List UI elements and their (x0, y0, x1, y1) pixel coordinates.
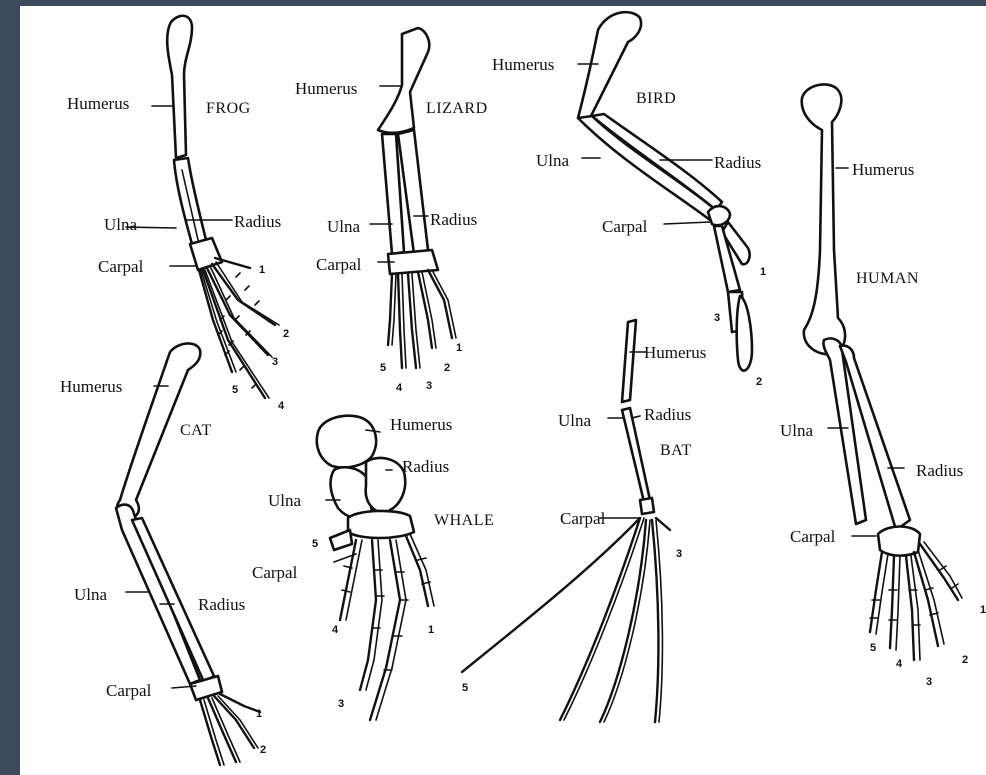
whale-radius-label: Radius (402, 458, 449, 476)
lizard-carpal-label: Carpal (316, 256, 361, 274)
bird-radius-label: Radius (714, 154, 761, 172)
bat-carpal-label: Carpal (560, 510, 605, 528)
cat-radius-label: Radius (198, 596, 245, 614)
human-radius-label: Radius (916, 462, 963, 480)
lizard-humerus (378, 28, 429, 133)
bird-humerus-label: Humerus (492, 56, 554, 74)
frog-ulna-label: Ulna (104, 216, 137, 234)
frog-radioulna (174, 158, 206, 244)
whale-humerus (317, 416, 376, 468)
lizard-carpals (388, 250, 438, 274)
lizard-digit-2-label: 2 (444, 362, 450, 374)
whale-digit-1-label: 1 (428, 624, 434, 636)
cat-skeleton (116, 343, 260, 765)
human-digit-4-label: 4 (896, 658, 902, 670)
whale-carpal-label: Carpal (252, 564, 297, 582)
frog-radius-label: Radius (234, 213, 281, 231)
frog-digit-1-label: 1 (259, 264, 265, 276)
bird-humerus (578, 12, 641, 118)
whale-digit-3-label: 3 (338, 698, 344, 710)
lizard-digit-1-label: 1 (456, 342, 462, 354)
whale-digit-4-label: 4 (332, 624, 338, 636)
frog-digit-5-label: 5 (232, 384, 238, 396)
whale-ulna-label: Ulna (268, 492, 301, 510)
lizard-radius-label: Radius (430, 211, 477, 229)
bird-digit-3-label: 3 (714, 312, 720, 324)
lizard-ulna-label: Ulna (327, 218, 360, 236)
lizard-skeleton (378, 28, 456, 368)
bat-title: BAT (660, 442, 692, 460)
cat-ulna (116, 505, 200, 684)
bird-skeleton (578, 12, 752, 370)
cat-digit-1-label: 1 (256, 708, 262, 720)
human-digit-5-label: 5 (870, 642, 876, 654)
frog-skeleton (167, 16, 279, 398)
lizard-humerus-label: Humerus (295, 80, 357, 98)
cat-humerus-label: Humerus (60, 378, 122, 396)
whale-radius (366, 458, 406, 512)
cat-title: CAT (180, 422, 212, 440)
bird-digit-1-label: 1 (760, 266, 766, 278)
frog-humerus-label: Humerus (67, 95, 129, 113)
lizard-digit-5-label: 5 (380, 362, 386, 374)
human-digit-1-label: 1 (980, 604, 986, 616)
lizard-title: LIZARD (426, 100, 488, 118)
human-humerus-label: Humerus (852, 161, 914, 179)
bird-radius (592, 114, 722, 210)
human-ulna (823, 338, 866, 524)
bat-humerus (622, 320, 636, 402)
whale-digit-5 (330, 530, 352, 550)
bird-ulna (578, 116, 716, 220)
human-title: HUMAN (856, 270, 919, 288)
cat-digit-2-label: 2 (260, 744, 266, 756)
cat-carpal-label: Carpal (106, 682, 151, 700)
limb-drawings (20, 6, 986, 775)
lizard-digit-4-label: 4 (396, 382, 402, 394)
frog-digit-4-label: 4 (278, 400, 284, 412)
bird-digit-2 (737, 296, 752, 371)
bird-carpal-label: Carpal (602, 218, 647, 236)
whale-digit-5-label: 5 (312, 538, 318, 550)
bat-ulna-label: Ulna (558, 412, 591, 430)
human-humerus (802, 84, 845, 354)
frog-humerus (167, 16, 192, 158)
lizard-digit-3-label: 3 (426, 380, 432, 392)
bird-digit-2-label: 2 (756, 376, 762, 388)
frog-title: FROG (206, 100, 251, 118)
frog-digit-2-label: 2 (283, 328, 289, 340)
bat-digit-3-label: 3 (676, 548, 682, 560)
bat-humerus-label: Humerus (644, 344, 706, 362)
cat-ulna-label: Ulna (74, 586, 107, 604)
frog-carpal-label: Carpal (98, 258, 143, 276)
diagram-sheet: Humerus FROG Ulna Radius Carpal 1 2 3 4 … (20, 6, 986, 775)
human-ulna-label: Ulna (780, 422, 813, 440)
whale-carpals (348, 511, 414, 538)
whale-humerus-label: Humerus (390, 416, 452, 434)
bird-title: BIRD (636, 90, 676, 108)
frog-digit-3-label: 3 (272, 356, 278, 368)
human-carpal-label: Carpal (790, 528, 835, 546)
bat-radius-label: Radius (644, 406, 691, 424)
human-digit-3-label: 3 (926, 676, 932, 688)
human-digit-2-label: 2 (962, 654, 968, 666)
bat-digit-5-label: 5 (462, 682, 468, 694)
bat-carpals (640, 498, 654, 514)
bird-ulna-label: Ulna (536, 152, 569, 170)
whale-title: WHALE (434, 512, 494, 530)
